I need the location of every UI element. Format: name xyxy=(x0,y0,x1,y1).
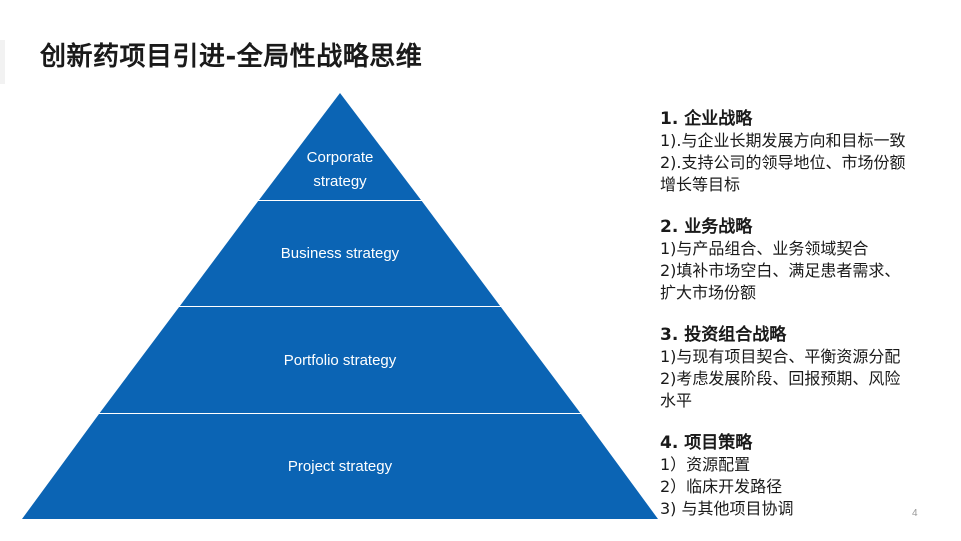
tier-label-business: Business strategy xyxy=(281,245,400,262)
pyramid-tier-corporate xyxy=(259,93,421,200)
tier-label-corporate-line2: strategy xyxy=(313,173,367,190)
strategy-line: 3) 与其他项目协调 xyxy=(660,499,794,518)
strategy-block-corporate: 1. 企业战略 1).与企业长期发展方向和目标一致 2).支持公司的领导地位、市… xyxy=(660,108,950,196)
strategy-line: 1).与企业长期发展方向和目标一致 xyxy=(660,131,906,150)
strategy-line: 1）资源配置 xyxy=(660,455,751,474)
strategy-line: 2)考虑发展阶段、回报预期、风险 xyxy=(660,369,901,388)
strategy-heading: 4. 项目策略 xyxy=(660,433,753,453)
strategy-line: 2)填补市场空白、满足患者需求、 xyxy=(660,261,901,280)
pyramid-tier-business xyxy=(179,201,501,306)
strategy-line: 1)与现有项目契合、平衡资源分配 xyxy=(660,347,901,366)
strategy-line: 2).支持公司的领导地位、市场份额 xyxy=(660,153,906,172)
pyramid-tier-portfolio xyxy=(99,307,581,413)
slide-edge-accent xyxy=(0,40,5,84)
strategy-block-project: 4. 项目策略 1）资源配置 2）临床开发路径 3) 与其他项目协调 xyxy=(660,432,950,520)
slide-title: 创新药项目引进-全局性战略思维 xyxy=(40,42,423,72)
tier-label-portfolio: Portfolio strategy xyxy=(284,352,397,369)
strategy-block-portfolio: 3. 投资组合战略 1)与现有项目契合、平衡资源分配 2)考虑发展阶段、回报预期… xyxy=(660,324,950,412)
strategy-line: 扩大市场份额 xyxy=(660,283,757,302)
strategy-line: 增长等目标 xyxy=(660,175,741,194)
strategy-line: 2）临床开发路径 xyxy=(660,477,783,496)
tier-label-corporate-line1: Corporate xyxy=(307,149,374,166)
strategy-heading: 3. 投资组合战略 xyxy=(660,325,787,345)
pyramid-tier-project xyxy=(22,414,658,519)
strategy-line: 水平 xyxy=(660,391,693,410)
strategy-block-business: 2. 业务战略 1)与产品组合、业务领域契合 2)填补市场空白、满足患者需求、 … xyxy=(660,216,950,304)
strategy-descriptions: 1. 企业战略 1).与企业长期发展方向和目标一致 2).支持公司的领导地位、市… xyxy=(660,108,950,540)
strategy-heading: 1. 企业战略 xyxy=(660,109,753,129)
tier-label-project: Project strategy xyxy=(288,458,393,475)
strategy-line: 1)与产品组合、业务领域契合 xyxy=(660,239,869,258)
page-number: 4 xyxy=(912,508,918,519)
strategy-heading: 2. 业务战略 xyxy=(660,217,753,237)
